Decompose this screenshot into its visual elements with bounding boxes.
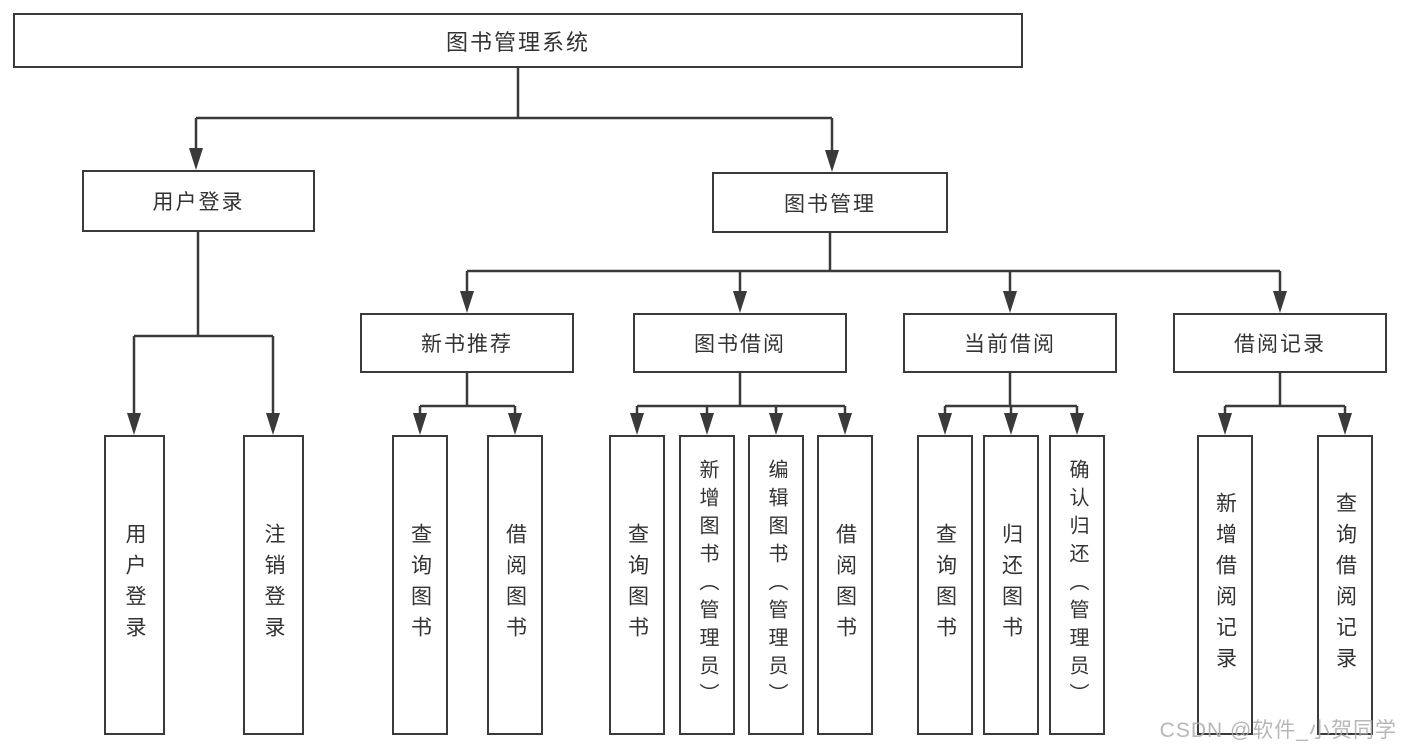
leaf-user-login-label: 用户登录: [123, 523, 146, 647]
leaf-bb-edit-book-admin-label: 编辑图书（管理员）: [765, 459, 787, 711]
leaf-logout: 注销登录: [243, 435, 304, 735]
leaf-br-query-record-label: 查询借阅记录: [1333, 492, 1357, 678]
leaf-bb-edit-book-admin: 编辑图书（管理员）: [748, 435, 804, 735]
leaf-cb-return-books-label: 归还图书: [999, 523, 1023, 647]
leaf-nbr-query-books-label: 查询图书: [408, 523, 432, 647]
leaf-br-query-record: 查询借阅记录: [1317, 435, 1373, 735]
leaf-nbr-borrow-books: 借阅图书: [487, 435, 543, 735]
leaf-cb-query-books: 查询图书: [917, 435, 973, 735]
leaf-bb-query-books-label: 查询图书: [625, 523, 649, 647]
leaf-bb-borrow-books-label: 借阅图书: [833, 523, 857, 647]
leaf-cb-confirm-return-admin: 确认归还（管理员）: [1049, 435, 1105, 735]
leaf-br-add-record: 新增借阅记录: [1197, 435, 1253, 735]
leaf-cb-query-books-label: 查询图书: [933, 523, 957, 647]
node-new-book-recommend: 新书推荐: [360, 313, 574, 373]
leaf-nbr-borrow-books-label: 借阅图书: [503, 523, 527, 647]
leaf-bb-borrow-books: 借阅图书: [817, 435, 873, 735]
node-user-login-label: 用户登录: [152, 191, 245, 214]
node-root: 图书管理系统: [13, 13, 1023, 68]
node-borrow-records-label: 借阅记录: [1234, 333, 1326, 356]
node-root-label: 图书管理系统: [445, 29, 590, 55]
watermark: CSDN @软件_小贺同学: [1159, 719, 1397, 742]
leaf-br-add-record-label: 新增借阅记录: [1213, 492, 1237, 678]
node-borrow-records: 借阅记录: [1173, 313, 1387, 373]
node-book-borrow: 图书借阅: [633, 313, 847, 373]
leaf-bb-add-book-admin-label: 新增图书（管理员）: [696, 459, 718, 711]
node-current-borrow-label: 当前借阅: [964, 333, 1056, 356]
leaf-cb-confirm-return-admin-label: 确认归还（管理员）: [1066, 459, 1088, 711]
node-current-borrow: 当前借阅: [903, 313, 1117, 373]
node-new-book-recommend-label: 新书推荐: [421, 333, 513, 356]
leaf-bb-add-book-admin: 新增图书（管理员）: [679, 435, 735, 735]
leaf-cb-return-books: 归还图书: [983, 435, 1039, 735]
leaf-logout-label: 注销登录: [262, 523, 285, 647]
node-user-login: 用户登录: [82, 170, 315, 232]
leaf-nbr-query-books: 查询图书: [392, 435, 448, 735]
leaf-bb-query-books: 查询图书: [609, 435, 665, 735]
node-book-management-label: 图书管理: [784, 192, 876, 216]
node-book-management: 图书管理: [712, 172, 948, 233]
node-book-borrow-label: 图书借阅: [694, 333, 786, 356]
leaf-user-login: 用户登录: [104, 435, 165, 735]
